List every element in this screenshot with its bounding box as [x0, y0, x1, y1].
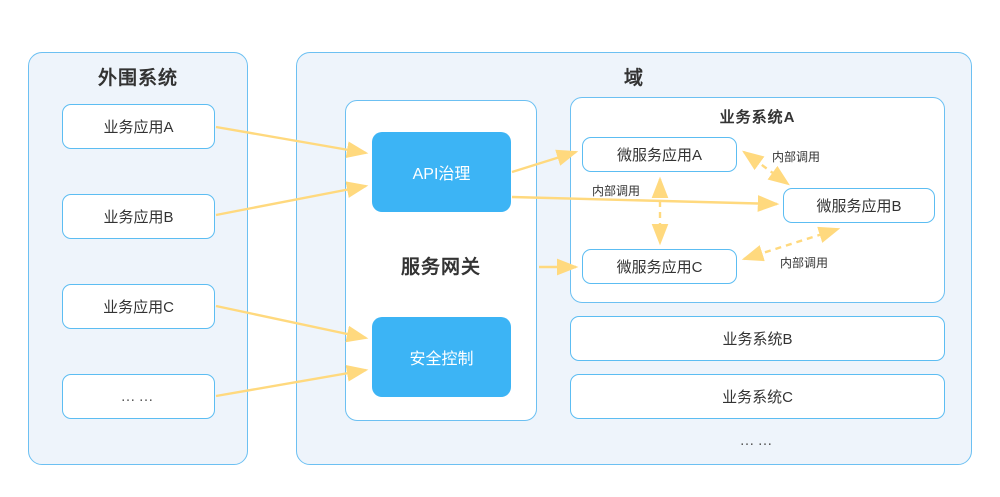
edge-label-a-to-c: 内部调用 — [592, 184, 641, 198]
node-external-app-a[interactable]: 业务应用A — [62, 104, 215, 149]
edge-label-c-to-b: 内部调用 — [780, 256, 829, 270]
service-gateway-label: 服务网关 — [400, 257, 481, 278]
edge-label-a-to-b: 内部调用 — [772, 150, 821, 164]
node-microservice-app-a[interactable]: 微服务应用A — [582, 137, 737, 172]
panel-domain-title: 域 — [623, 68, 644, 89]
business-systems-ellipsis: …… — [739, 432, 776, 449]
node-microservice-app-c[interactable]: 微服务应用C — [582, 249, 737, 284]
node-external-app-b[interactable]: 业务应用B — [62, 194, 215, 239]
node-api-governance[interactable]: API治理 — [372, 132, 511, 212]
node-external-app-c[interactable]: 业务应用C — [62, 284, 215, 329]
node-business-system-c[interactable]: 业务系统C — [570, 374, 945, 419]
node-microservice-app-b[interactable]: 微服务应用B — [783, 188, 935, 223]
panel-external-systems-title: 外围系统 — [97, 68, 178, 89]
panel-business-system-a-title: 业务系统A — [719, 109, 796, 126]
node-business-system-b[interactable]: 业务系统B — [570, 316, 945, 361]
node-security-control[interactable]: 安全控制 — [372, 317, 511, 397]
node-external-app-more[interactable]: …… — [62, 374, 215, 419]
